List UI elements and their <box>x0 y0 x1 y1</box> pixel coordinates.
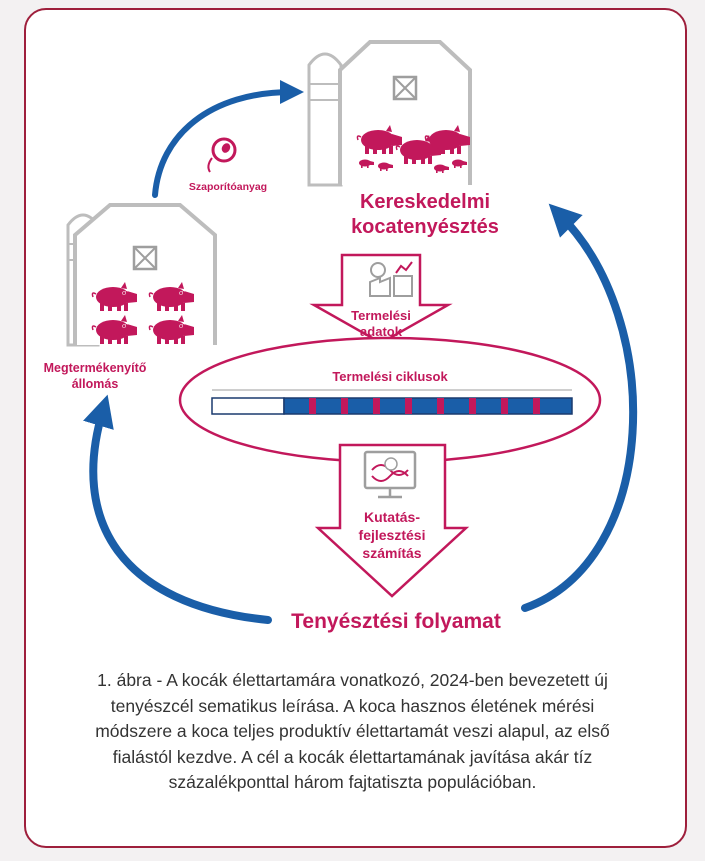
production-data-label: Termelési <box>351 308 411 323</box>
cycle-arrow-right <box>521 203 638 612</box>
breeding-station-label: Megtermékenyítő <box>44 361 147 375</box>
male-symbol: ♂ <box>177 284 187 299</box>
rnd-label: fejlesztési <box>359 527 426 543</box>
breeding-station-barn: ♂ ♂ ♂ ♂ Megtermékenyítő állomás <box>44 203 217 391</box>
semen-flow-arrow <box>152 80 304 198</box>
production-cycles-timeline <box>211 397 573 415</box>
breeding-station-label: állomás <box>72 377 119 391</box>
figure-caption: 1. ábra - A kocák élettartamára vonatkoz… <box>95 670 610 792</box>
male-symbol: ♂ <box>120 317 130 332</box>
semen-label: Szaporítóanyag <box>189 181 267 193</box>
production-data-arrow <box>309 253 453 345</box>
production-cycles-label: Termelési ciklusok <box>332 369 448 384</box>
silo-icon <box>307 52 343 187</box>
commercial-farm-label: kocatenyésztés <box>351 216 499 238</box>
sperm-icon <box>207 137 237 173</box>
male-symbol: ♂ <box>120 284 130 299</box>
rnd-label: Kutatás- <box>364 509 420 525</box>
barn-window-icon <box>392 75 418 101</box>
male-symbol: ♂ <box>177 317 187 332</box>
commercial-farm-barn: Kereskedelmi kocatenyésztés <box>307 40 499 238</box>
breeding-process-label: Tenyésztési folyamat <box>291 610 501 633</box>
production-data-label: adatok <box>360 324 403 339</box>
rnd-arrow <box>314 443 470 598</box>
commercial-farm-label: Kereskedelmi <box>360 191 490 213</box>
barn-window-icon <box>132 245 158 271</box>
rnd-label: számítás <box>362 545 421 561</box>
cycle-arrow-left <box>83 394 272 624</box>
breeding-cycle-diagram: Kereskedelmi kocatenyésztés ♂ ♂ ♂ ♂ Megt… <box>44 40 638 633</box>
monitor-dna-icon <box>363 450 417 499</box>
barn-icon <box>73 203 217 345</box>
factory-chart-icon <box>369 261 413 297</box>
